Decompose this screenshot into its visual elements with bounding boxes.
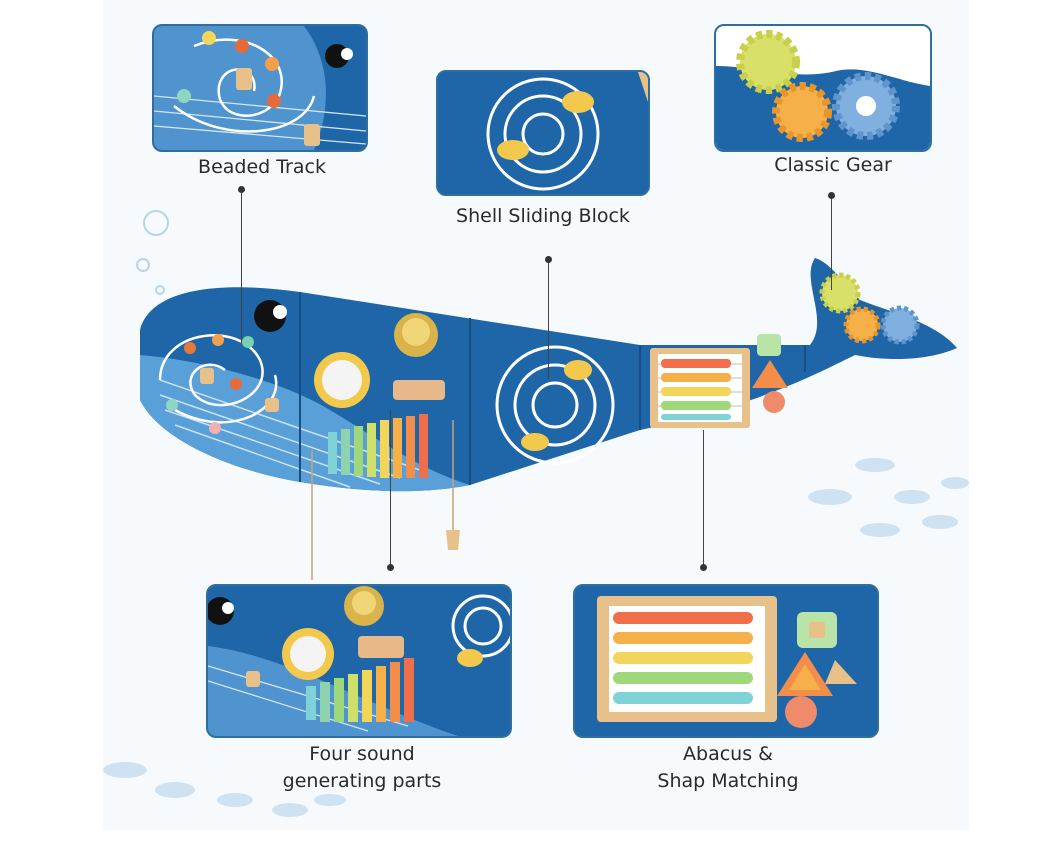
callout-shell-sliding-block xyxy=(436,70,650,196)
label-sound-parts: Four sound generating parts xyxy=(282,743,442,792)
maze-fish xyxy=(521,360,592,451)
callout-sound-parts xyxy=(206,584,512,738)
leader-dot xyxy=(238,186,245,193)
abacus-beads xyxy=(658,359,742,420)
guiro xyxy=(393,380,445,400)
leader-sound-parts xyxy=(390,410,391,567)
leader-beaded-track xyxy=(241,189,242,344)
label-shell-sliding-block: Shell Sliding Block xyxy=(456,205,630,227)
label-abacus: Abacus & Shap Matching xyxy=(657,743,799,792)
leader-dot xyxy=(828,192,835,199)
callout-abacus xyxy=(573,584,879,738)
callout-beaded-track xyxy=(152,24,368,152)
callout-classic-gear xyxy=(714,24,932,152)
background-bubbles xyxy=(136,210,169,295)
xylophone xyxy=(328,414,428,478)
leader-classic-gear xyxy=(831,195,832,290)
leader-shell-block xyxy=(548,259,549,379)
bead-maze xyxy=(158,334,278,424)
leader-dot xyxy=(387,564,394,571)
circle-shape xyxy=(763,391,785,413)
leader-dot xyxy=(545,256,552,263)
beads xyxy=(166,334,279,434)
label-beaded-track: Beaded Track xyxy=(198,156,326,178)
sliding-maze xyxy=(495,345,615,465)
triangle-shape xyxy=(752,360,788,388)
square-shape xyxy=(757,334,781,356)
leader-dot xyxy=(700,564,707,571)
background-fish xyxy=(103,458,969,817)
label-classic-gear: Classic Gear xyxy=(774,154,892,176)
leader-abacus xyxy=(703,430,704,567)
